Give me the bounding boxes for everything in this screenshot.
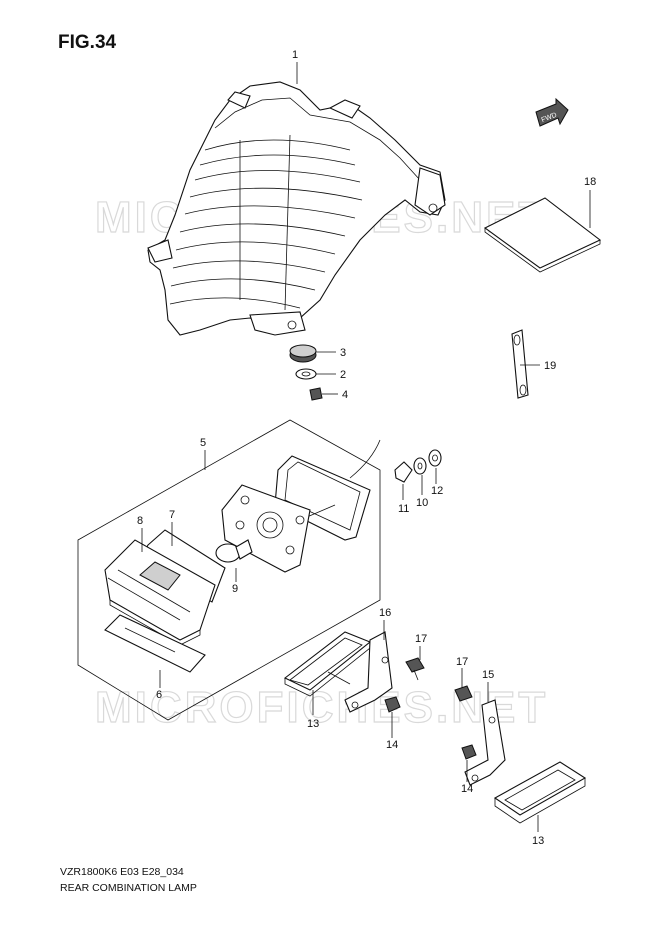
callout-17-right: 17: [456, 656, 468, 668]
part-13-reflector-right: [493, 761, 587, 824]
callout-18: 18: [584, 176, 596, 188]
figure-caption: REAR COMBINATION LAMP: [60, 882, 197, 894]
fwd-arrow-icon: FWD: [535, 97, 569, 127]
callout-19: 19: [544, 360, 556, 372]
part-14-nut-right: [461, 744, 477, 760]
callout-14-right: 14: [461, 783, 473, 795]
callout-labels: 1 18 19 3 2 4 5 7 8 9 6 11 10 12 13 16 1…: [137, 49, 596, 847]
part-14-nut-left: [384, 696, 401, 713]
callout-7: 7: [169, 509, 175, 521]
callout-9: 9: [232, 583, 238, 595]
lamp-housing: [147, 81, 446, 336]
callout-15: 15: [482, 669, 494, 681]
callout-10: 10: [416, 497, 428, 509]
watermark-bottom: MICROFICHES.NET: [95, 683, 548, 732]
callout-2: 2: [340, 369, 346, 381]
callout-12: 12: [431, 485, 443, 497]
callout-5: 5: [200, 437, 206, 449]
callout-14-left: 14: [386, 739, 398, 751]
callout-8: 8: [137, 515, 143, 527]
figure-title: FIG.34: [58, 32, 117, 53]
part-15-bracket: [464, 699, 506, 786]
callout-6: 6: [156, 689, 162, 701]
callout-3: 3: [340, 347, 346, 359]
callout-4: 4: [342, 389, 348, 401]
part-17-screw-left: [405, 657, 425, 681]
callout-11: 11: [398, 503, 409, 515]
part-10-washer: [413, 457, 427, 475]
part-19-strip: [511, 329, 529, 399]
part-2-washer: [295, 368, 317, 380]
model-code: VZR1800K6 E03 E28_034: [60, 866, 184, 878]
part-8-lens: [104, 539, 216, 646]
part-18-pad: [483, 197, 602, 273]
lamp-socket: [221, 484, 311, 573]
part-16-bracket: [344, 631, 393, 713]
callout-13-left: 13: [307, 718, 319, 730]
callout-13-right: 13: [532, 835, 544, 847]
assembly-outline: [77, 419, 381, 721]
part-3-grommet: [289, 344, 317, 363]
part-6-lens-plate: [104, 614, 206, 673]
part-4-nut: [309, 387, 323, 401]
leader-lines: [141, 62, 591, 832]
part-11-collar: [394, 461, 413, 483]
part-17-screw-right: [454, 685, 473, 702]
part-12-nut: [428, 449, 442, 467]
bolt-left: [327, 671, 351, 685]
callout-1: 1: [292, 49, 298, 61]
callout-16: 16: [379, 607, 391, 619]
part-9-bulb: [215, 539, 253, 563]
callout-17-left: 17: [415, 633, 427, 645]
